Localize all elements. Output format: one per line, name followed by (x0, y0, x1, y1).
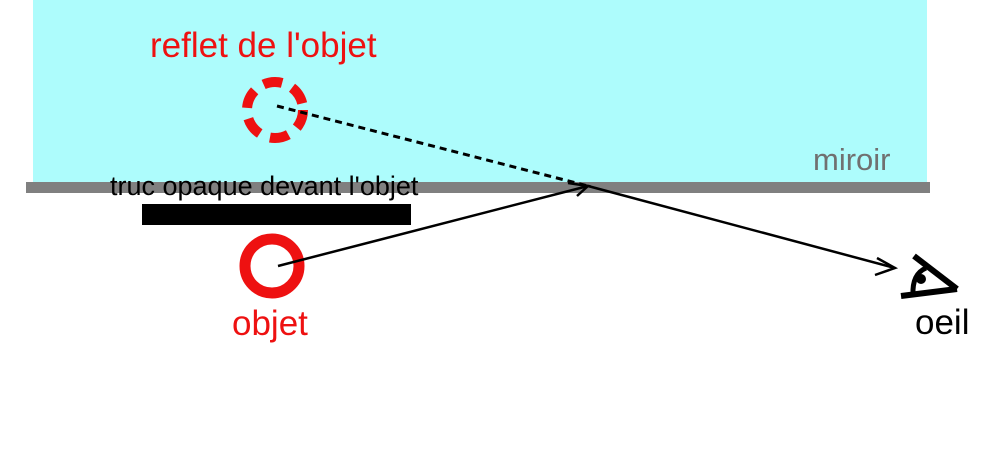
mirror-label: miroir (813, 142, 891, 177)
incident-ray (277, 184, 589, 268)
obstacle-label: truc opaque devant l'objet (110, 171, 419, 201)
reflection-label: reflet de l'objet (150, 26, 377, 65)
eye-icon (900, 253, 959, 299)
object-label: objet (232, 304, 308, 343)
reflection-circle (242, 77, 308, 143)
reflected-ray (587, 184, 896, 270)
object-circle (239, 233, 305, 299)
virtual-ray-dashed (276, 104, 589, 188)
mirror-surface-line (26, 182, 930, 193)
eye-label: oeil (915, 303, 970, 342)
reflected-arrowhead-icon (874, 256, 899, 277)
mirror-glass-region (33, 0, 927, 183)
opaque-obstacle (142, 204, 411, 225)
